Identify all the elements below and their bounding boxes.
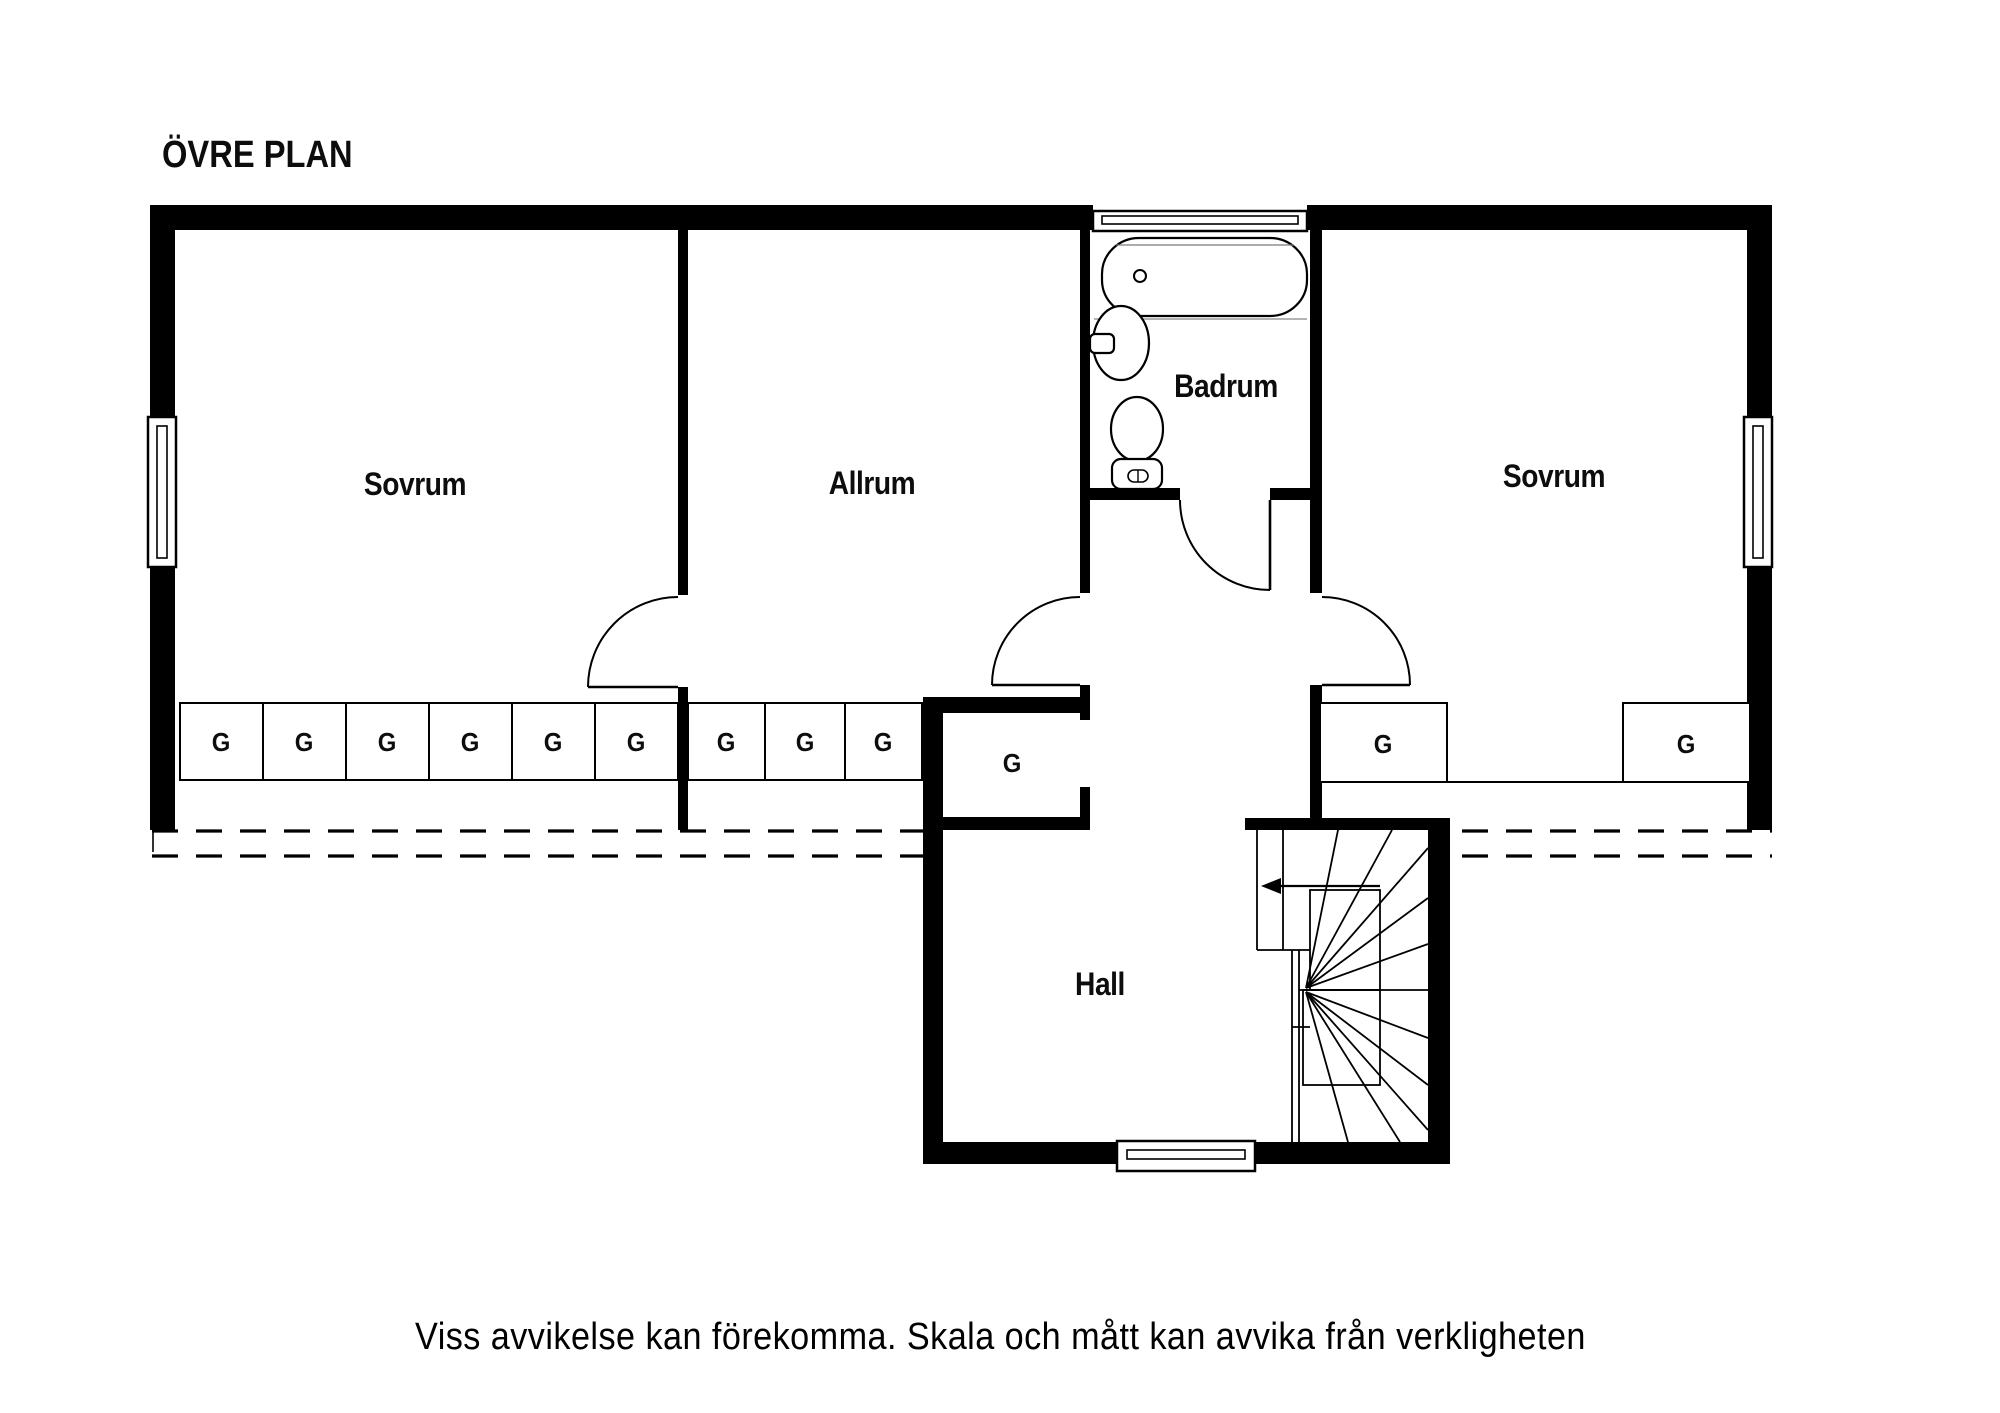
- wardrobe-label-closet: G: [1002, 748, 1022, 778]
- wall-left-lower: [150, 567, 175, 830]
- toilet-bowl: [1109, 395, 1165, 463]
- page-title: ÖVRE PLAN: [162, 134, 353, 176]
- staircase: [1256, 829, 1429, 1143]
- wall-closet-bottom: [943, 817, 1090, 830]
- door-arc-bedroom2: [1321, 596, 1411, 686]
- wardrobe-label: G: [211, 727, 231, 757]
- room-label-living-room: Allrum: [828, 465, 916, 501]
- wardrobe-box: [1622, 702, 1751, 783]
- disclaimer-text: Viss avvikelse kan förekomma. Skala och …: [414, 1316, 1586, 1358]
- wall-bedroom1-allrum-upper: [678, 230, 688, 595]
- wardrobe-label: G: [716, 727, 736, 757]
- wardrobe-label: G: [377, 727, 397, 757]
- room-label-bedroom-left: Sovrum: [363, 466, 467, 502]
- wardrobe-box: [594, 702, 679, 781]
- wall-left-upper: [150, 205, 175, 417]
- wardrobe-label: G: [543, 727, 563, 757]
- window-bathroom-glazing: [1101, 215, 1299, 225]
- room-label-bedroom-right: Sovrum: [1502, 458, 1606, 494]
- door-arc-bedroom1: [587, 596, 679, 688]
- sloped-ceiling-dashed-lines: [152, 829, 1772, 858]
- window-left-glazing: [156, 425, 168, 559]
- bathtub: [1100, 236, 1309, 318]
- wardrobe-box: [764, 702, 846, 781]
- wardrobe-label: G: [795, 727, 815, 757]
- stair-tread: [1305, 991, 1429, 1131]
- wardrobe-label: G: [294, 727, 314, 757]
- stair-tread: [1305, 943, 1429, 989]
- room-label-hall: Hall: [1075, 966, 1125, 1002]
- window-right-glazing: [1752, 425, 1764, 559]
- wardrobe-box: [262, 702, 347, 781]
- wardrobe-label: G: [626, 727, 646, 757]
- wardrobe-label: G: [1373, 729, 1393, 759]
- wall-right-lower: [1747, 567, 1772, 830]
- wardrobe-label: G: [1676, 729, 1696, 759]
- wardrobe-label: G: [873, 727, 893, 757]
- walls: [150, 205, 1772, 1164]
- wall-closet-top: [923, 697, 1090, 713]
- sink-faucet: [1088, 332, 1116, 355]
- wall-closet-right-lower: [1080, 787, 1090, 830]
- wardrobe-box: [345, 702, 430, 781]
- stair-tread: [1305, 991, 1429, 1039]
- wall-stairs-top: [1245, 818, 1450, 830]
- doors: [587, 499, 1411, 689]
- stair-tread: [1305, 847, 1429, 989]
- wall-hall-bottom-right: [1255, 1142, 1450, 1164]
- wardrobe-label: G: [460, 727, 480, 757]
- wardrobe-box: [1319, 702, 1448, 783]
- windows: [146, 209, 1774, 1173]
- bathtub-drain: [1133, 269, 1147, 283]
- stairs-inner-box-lower: [1302, 989, 1381, 1086]
- bathroom-fixtures: [1088, 236, 1309, 491]
- wall-top-left: [150, 205, 1093, 230]
- wardrobe-box: [179, 702, 264, 781]
- stairs-direction-arrow-head: [1261, 878, 1281, 894]
- door-arc-bathroom: [1179, 499, 1271, 591]
- stair-tread: [1305, 829, 1393, 989]
- wall-bathroom-bottom-right: [1270, 488, 1322, 500]
- window-hall-glazing: [1126, 1149, 1246, 1160]
- stair-tread: [1305, 991, 1401, 1143]
- stairs-inner-box-upper: [1309, 889, 1381, 991]
- wall-bathroom-bottom-left: [1080, 488, 1180, 500]
- wardrobe-boxes: [179, 702, 1751, 783]
- room-label-bathroom: Badrum: [1174, 368, 1278, 404]
- stair-tread: [1305, 897, 1429, 989]
- disclaimer-row: Viss avvikelse kan förekomma. Skala och …: [0, 1316, 2000, 1359]
- wall-corridor-bedroom2-upper: [1310, 230, 1322, 593]
- wall-right-upper: [1747, 205, 1772, 417]
- wall-stairs-right: [1428, 818, 1450, 1164]
- wall-allrum-corridor-upper: [1080, 230, 1090, 593]
- wall-bedroom1-allrum-lower: [678, 687, 688, 830]
- wall-hall-left: [923, 697, 943, 1164]
- wall-hall-bottom-left: [923, 1142, 1117, 1164]
- wardrobe-box: [844, 702, 923, 781]
- stair-tread: [1305, 991, 1429, 1086]
- stair-tread: [1305, 829, 1339, 989]
- door-arc-allrum: [991, 596, 1081, 686]
- wall-top-right: [1307, 205, 1772, 230]
- stair-tread: [1305, 991, 1349, 1143]
